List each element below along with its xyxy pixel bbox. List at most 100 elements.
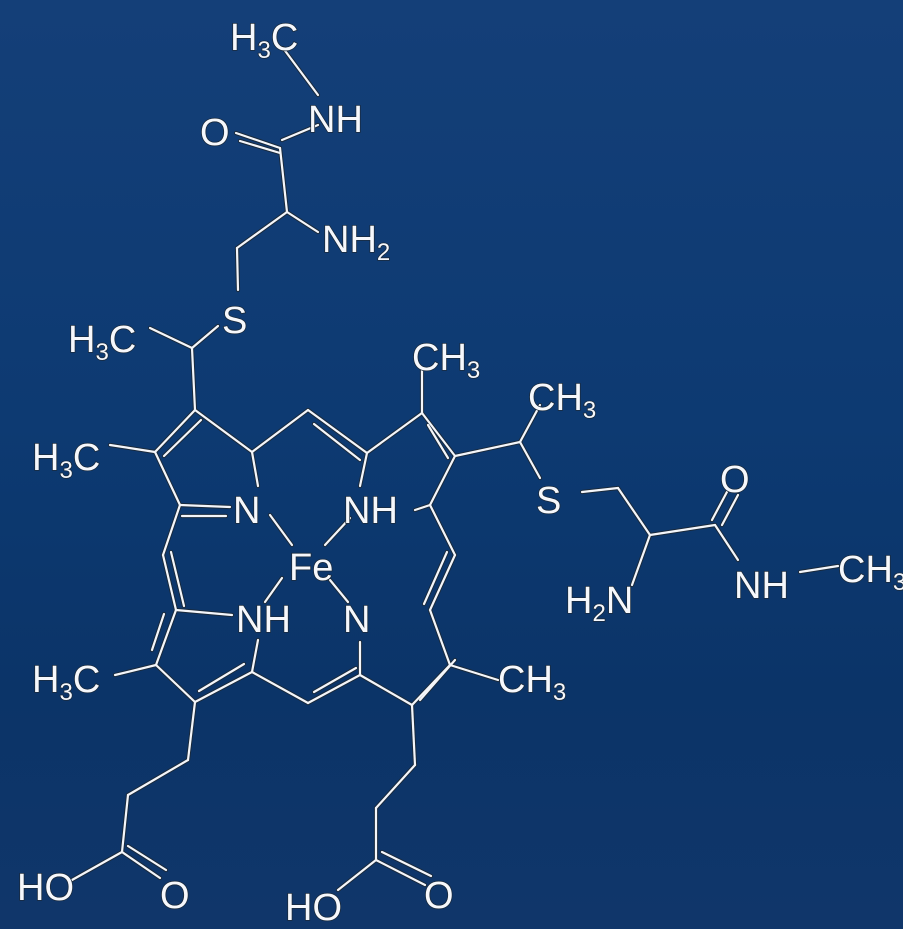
bond-line xyxy=(328,578,350,604)
bond-line xyxy=(126,758,190,797)
bond-line xyxy=(154,663,197,704)
bond-line xyxy=(193,408,254,454)
bond-line xyxy=(153,450,182,507)
bond-line xyxy=(281,46,320,97)
bond-line xyxy=(713,523,740,562)
label-nh-lower: NH xyxy=(236,599,291,641)
bond-line xyxy=(154,608,178,667)
bond-line xyxy=(428,503,457,557)
bond-line xyxy=(323,516,352,547)
bond-line xyxy=(380,850,433,878)
bond-lines xyxy=(69,45,841,893)
bond-line xyxy=(312,666,358,694)
bond-line xyxy=(148,326,194,350)
bond-line xyxy=(161,553,178,612)
label-ho-right: HO xyxy=(285,887,342,929)
bond-line xyxy=(250,638,260,674)
bond-line xyxy=(250,450,260,488)
label-ch3-lower: CH3 xyxy=(498,659,566,706)
label-h2n-right: H2N xyxy=(565,580,633,627)
bond-line xyxy=(306,673,362,705)
label-n-lower: N xyxy=(343,599,370,641)
bond-line xyxy=(374,763,417,810)
bond-line xyxy=(234,131,282,150)
bond-line xyxy=(190,324,220,350)
bond-line xyxy=(70,850,124,882)
bond-line xyxy=(710,488,730,522)
bond-line xyxy=(518,440,542,480)
bond-line xyxy=(120,850,162,880)
label-h3c-top: H3C xyxy=(230,17,298,64)
bond-line xyxy=(365,411,424,455)
bond-line xyxy=(263,576,284,604)
bond-line xyxy=(374,858,427,887)
bond-line xyxy=(108,443,157,454)
bond-line xyxy=(268,513,294,547)
bond-line xyxy=(235,210,289,250)
bond-line xyxy=(648,523,717,537)
bond-line xyxy=(413,503,432,512)
label-ch3-right: CH3 xyxy=(528,377,596,424)
bond-line xyxy=(238,139,282,155)
label-nh-right: NH xyxy=(734,565,789,607)
bond-line xyxy=(418,658,457,702)
label-nh-center: NH xyxy=(343,490,398,532)
label-h3c-lower: H3C xyxy=(32,659,100,706)
bond-line xyxy=(169,550,186,608)
bond-line xyxy=(720,493,740,527)
bond-line xyxy=(630,533,652,587)
label-nh-top: NH xyxy=(308,99,363,141)
bond-line xyxy=(426,423,450,460)
label-h3c-left: H3C xyxy=(32,437,100,484)
bond-line xyxy=(186,700,197,762)
bond-line xyxy=(235,246,240,292)
label-o-top: O xyxy=(200,112,230,154)
bond-line xyxy=(428,608,452,667)
label-h3c-s: H3C xyxy=(68,319,136,366)
bond-line xyxy=(420,411,457,458)
label-ho-left: HO xyxy=(17,867,74,909)
bond-line xyxy=(798,564,840,574)
bond-line xyxy=(190,346,197,412)
bond-line xyxy=(518,403,542,444)
bond-line xyxy=(153,408,197,454)
bond-line xyxy=(280,123,320,142)
label-o-right-bottom: O xyxy=(424,875,454,917)
bond-line xyxy=(428,553,457,612)
bond-line xyxy=(162,418,203,458)
atom-labels: H3C NH O NH2 S H3C CH3 CH3 H3C N NH Fe S… xyxy=(16,16,903,929)
bond-line xyxy=(580,486,620,494)
label-s-left: S xyxy=(222,300,247,342)
label-ch3-far-right: CH3 xyxy=(838,549,903,596)
bond-line xyxy=(336,858,378,892)
label-s-right: S xyxy=(536,480,561,522)
bond-line xyxy=(358,673,414,707)
bond-line xyxy=(616,486,652,537)
bond-line xyxy=(428,454,457,507)
bond-line xyxy=(278,146,289,214)
label-o-right: O xyxy=(720,459,750,501)
label-ch3-top: CH3 xyxy=(412,337,480,384)
bond-line xyxy=(197,662,246,693)
bond-line xyxy=(410,703,417,767)
bond-line xyxy=(150,612,166,652)
bond-line xyxy=(174,608,234,617)
bond-line xyxy=(161,503,182,557)
bond-line xyxy=(306,408,369,455)
bond-line xyxy=(285,210,320,234)
bond-line xyxy=(453,440,522,458)
bond-line xyxy=(126,844,168,872)
label-nh2-top: NH2 xyxy=(322,219,390,266)
bond-line xyxy=(250,670,310,705)
bond-line xyxy=(120,793,130,854)
bond-line xyxy=(250,408,310,454)
bond-line xyxy=(448,663,500,682)
bond-line xyxy=(193,670,254,704)
label-o-left: O xyxy=(160,875,190,917)
bond-line xyxy=(358,451,369,488)
bond-line xyxy=(312,422,362,462)
bond-line xyxy=(422,550,449,606)
label-fe: Fe xyxy=(289,547,333,589)
